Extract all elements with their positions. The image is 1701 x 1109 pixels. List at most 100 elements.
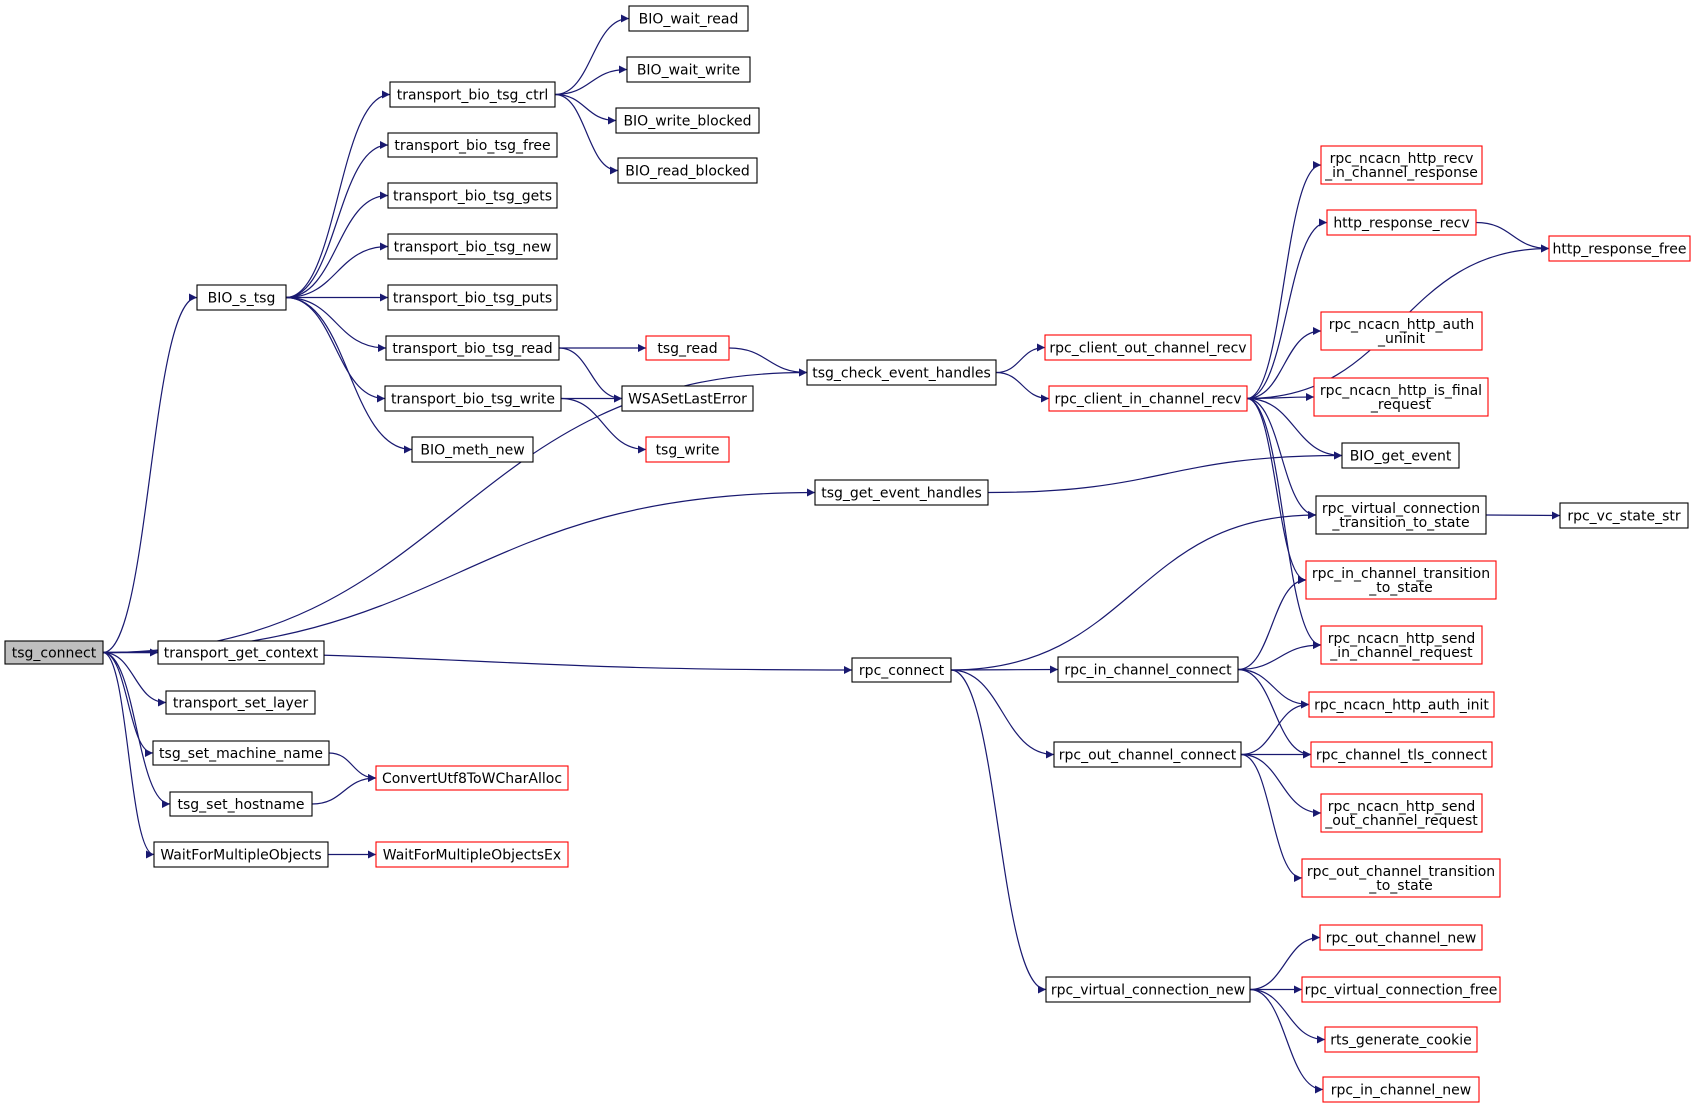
node-box[interactable] (169, 791, 313, 817)
node-tsg-get-event-handles[interactable]: tsg_get_event_handles (814, 479, 989, 506)
node-box[interactable] (621, 385, 754, 412)
node-tsg-set-machine-name[interactable]: tsg_set_machine_name (152, 740, 330, 766)
node-rpc-virtual-connection-transition-to-state[interactable]: rpc_virtual_connection_transition_to_sta… (1315, 495, 1487, 535)
node-box[interactable] (387, 233, 558, 260)
node-transport-bio-tsg-ctrl[interactable]: transport_bio_tsg_ctrl (389, 81, 556, 108)
node-transport-bio-tsg-puts[interactable]: transport_bio_tsg_puts (387, 284, 558, 311)
node-tsg-connect[interactable]: tsg_connect (4, 640, 104, 665)
node-rpc-client-in-channel-recv[interactable]: rpc_client_in_channel_recv (1048, 385, 1248, 412)
node-box[interactable] (387, 132, 558, 158)
node-box[interactable] (1308, 691, 1495, 718)
node-box[interactable] (387, 284, 558, 311)
node-box[interactable] (153, 841, 329, 868)
node-BIO-s-tsg[interactable]: BIO_s_tsg (196, 284, 287, 311)
node-transport-set-layer[interactable]: transport_set_layer (165, 690, 316, 715)
node-box[interactable] (1320, 311, 1483, 351)
node-box[interactable] (1044, 334, 1252, 361)
node-rpc-ncacn-http-recv-in-channel-response[interactable]: rpc_ncacn_http_recv_in_channel_response (1320, 145, 1483, 185)
node-BIO-write-blocked[interactable]: BIO_write_blocked (615, 107, 760, 134)
node-box[interactable] (387, 182, 558, 209)
node-box[interactable] (814, 479, 989, 506)
node-rpc-ncacn-http-send-out-channel-request[interactable]: rpc_ncacn_http_send_out_channel_request (1320, 793, 1483, 833)
node-box[interactable] (385, 335, 560, 361)
node-rpc-virtual-connection-free[interactable]: rpc_virtual_connection_free (1301, 976, 1501, 1003)
node-http-response-free[interactable]: http_response_free (1548, 235, 1691, 262)
node-tsg-read[interactable]: tsg_read (645, 335, 730, 361)
node-rts-generate-cookie[interactable]: rts_generate_cookie (1324, 1026, 1478, 1053)
node-http-response-recv[interactable]: http_response_recv (1326, 209, 1477, 236)
node-box[interactable] (411, 436, 534, 463)
node-box[interactable] (626, 56, 751, 83)
node-rpc-vc-state-str[interactable]: rpc_vc_state_str (1559, 502, 1689, 529)
node-rpc-in-channel-connect[interactable]: rpc_in_channel_connect (1057, 656, 1239, 683)
node-transport-bio-tsg-write[interactable]: transport_bio_tsg_write (384, 385, 562, 412)
node-box[interactable] (645, 335, 730, 361)
node-box[interactable] (375, 841, 569, 868)
node-BIO-meth-new[interactable]: BIO_meth_new (411, 436, 534, 463)
node-box[interactable] (851, 657, 952, 683)
node-box[interactable] (628, 5, 749, 32)
node-box[interactable] (1045, 976, 1251, 1003)
node-transport-bio-tsg-free[interactable]: transport_bio_tsg_free (387, 132, 558, 158)
node-BIO-wait-write[interactable]: BIO_wait_write (626, 56, 751, 83)
node-transport-get-context[interactable]: transport_get_context (157, 640, 325, 665)
node-BIO-wait-read[interactable]: BIO_wait_read (628, 5, 749, 32)
node-tsg-check-event-handles[interactable]: tsg_check_event_handles (806, 359, 997, 386)
node-rpc-in-channel-transition-to-state[interactable]: rpc_in_channel_transition_to_state (1305, 560, 1497, 600)
node-box[interactable] (1301, 858, 1501, 898)
node-box[interactable] (615, 107, 760, 134)
node-rpc-client-out-channel-recv[interactable]: rpc_client_out_channel_recv (1044, 334, 1252, 361)
node-box[interactable] (4, 640, 104, 665)
node-rpc-out-channel-new[interactable]: rpc_out_channel_new (1319, 924, 1483, 951)
node-box[interactable] (1559, 502, 1689, 529)
node-tsg-write[interactable]: tsg_write (645, 436, 730, 463)
node-box[interactable] (645, 436, 730, 463)
node-box[interactable] (1320, 145, 1483, 185)
node-rpc-out-channel-transition-to-state[interactable]: rpc_out_channel_transition_to_state (1301, 858, 1501, 898)
node-box[interactable] (1326, 209, 1477, 236)
node-box[interactable] (1301, 976, 1501, 1003)
node-BIO-read-blocked[interactable]: BIO_read_blocked (617, 157, 758, 184)
node-box[interactable] (1320, 625, 1483, 665)
node-box[interactable] (1322, 1076, 1480, 1103)
node-ConvertUtf8ToWCharAlloc[interactable]: ConvertUtf8ToWCharAlloc (375, 765, 569, 791)
node-rpc-ncacn-http-auth-uninit[interactable]: rpc_ncacn_http_auth_uninit (1320, 311, 1483, 351)
node-box[interactable] (165, 690, 316, 715)
node-box[interactable] (196, 284, 287, 311)
node-box[interactable] (1315, 495, 1487, 535)
node-box[interactable] (806, 359, 997, 386)
node-box[interactable] (1319, 924, 1483, 951)
node-box[interactable] (1341, 442, 1460, 469)
node-WSASetLastError[interactable]: WSASetLastError (621, 385, 754, 412)
node-transport-bio-tsg-read[interactable]: transport_bio_tsg_read (385, 335, 560, 361)
node-box[interactable] (1057, 656, 1239, 683)
node-box[interactable] (1313, 377, 1489, 417)
node-box[interactable] (1305, 560, 1497, 600)
node-rpc-virtual-connection-new[interactable]: rpc_virtual_connection_new (1045, 976, 1251, 1003)
node-rpc-ncacn-http-auth-init[interactable]: rpc_ncacn_http_auth_init (1308, 691, 1495, 718)
node-box[interactable] (1320, 793, 1483, 833)
node-rpc-ncacn-http-send-in-channel-request[interactable]: rpc_ncacn_http_send_in_channel_request (1320, 625, 1483, 665)
node-box[interactable] (1048, 385, 1248, 412)
node-box[interactable] (375, 765, 569, 791)
node-rpc-ncacn-http-is-final-request[interactable]: rpc_ncacn_http_is_final_request (1313, 377, 1489, 417)
node-WaitForMultipleObjectsEx[interactable]: WaitForMultipleObjectsEx (375, 841, 569, 868)
node-box[interactable] (1548, 235, 1691, 262)
node-tsg-set-hostname[interactable]: tsg_set_hostname (169, 791, 313, 817)
node-box[interactable] (1053, 741, 1242, 768)
node-WaitForMultipleObjects[interactable]: WaitForMultipleObjects (153, 841, 329, 868)
node-BIO-get-event[interactable]: BIO_get_event (1341, 442, 1460, 469)
node-rpc-out-channel-connect[interactable]: rpc_out_channel_connect (1053, 741, 1242, 768)
node-transport-bio-tsg-new[interactable]: transport_bio_tsg_new (387, 233, 558, 260)
node-box[interactable] (1324, 1026, 1478, 1053)
node-rpc-channel-tls-connect[interactable]: rpc_channel_tls_connect (1310, 741, 1493, 768)
node-box[interactable] (389, 81, 556, 108)
node-box[interactable] (384, 385, 562, 412)
node-box[interactable] (1310, 741, 1493, 768)
node-box[interactable] (152, 740, 330, 766)
node-transport-bio-tsg-gets[interactable]: transport_bio_tsg_gets (387, 182, 558, 209)
node-rpc-in-channel-new[interactable]: rpc_in_channel_new (1322, 1076, 1480, 1103)
node-rpc-connect[interactable]: rpc_connect (851, 657, 952, 683)
node-box[interactable] (157, 640, 325, 665)
node-box[interactable] (617, 157, 758, 184)
